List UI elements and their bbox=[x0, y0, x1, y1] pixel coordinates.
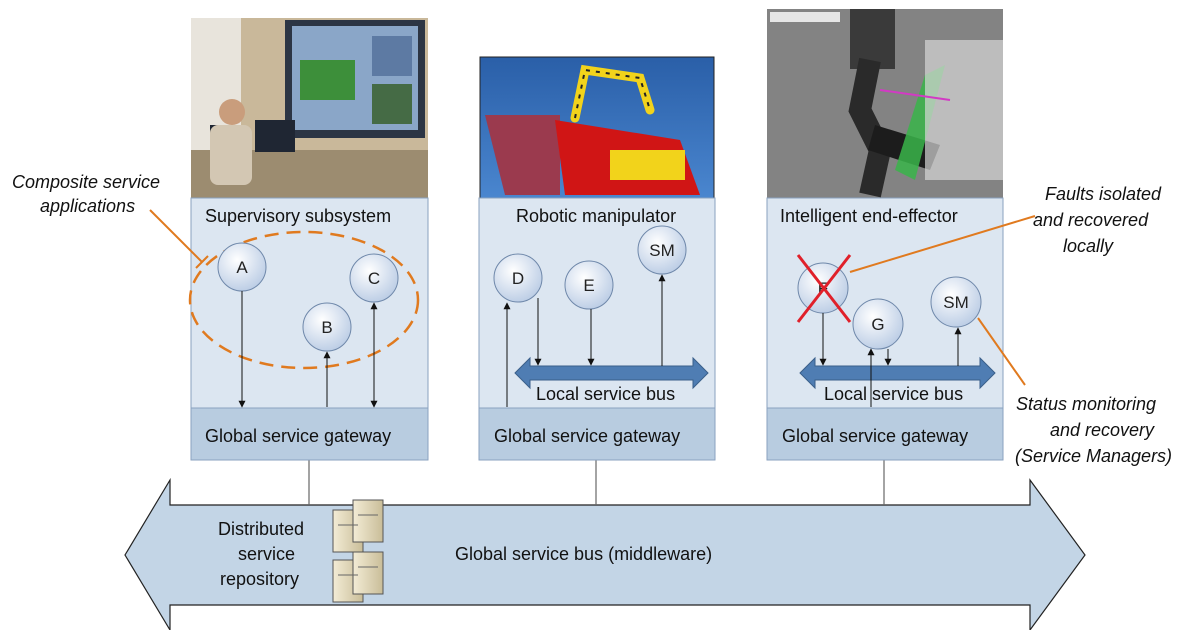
service-manager-node: SM bbox=[930, 276, 982, 328]
service-manager-node: SM bbox=[637, 225, 687, 275]
annotation-faults-isolated: Faults isolated and recovered locally bbox=[849, 184, 1162, 273]
subsystem-title: Robotic manipulator bbox=[516, 206, 676, 226]
service-node-b: B bbox=[302, 302, 352, 352]
svg-text:locally: locally bbox=[1063, 236, 1114, 256]
subsystem-intelligent-end-effector: Intelligent end-effector Global service … bbox=[766, 9, 1004, 461]
svg-text:E: E bbox=[583, 276, 594, 295]
local-service-bus: Local service bus bbox=[799, 356, 996, 404]
server-stack-icon bbox=[332, 499, 384, 603]
svg-text:G: G bbox=[871, 315, 884, 334]
service-node-a: A bbox=[217, 242, 267, 292]
robot-arm-render bbox=[479, 56, 715, 199]
gateway-label: Global service gateway bbox=[205, 426, 391, 446]
service-node-d: D bbox=[493, 253, 543, 303]
global-bus-label: Global service bus (middleware) bbox=[455, 544, 712, 564]
faulted-service-node: F bbox=[796, 254, 852, 323]
service-node-e: E bbox=[564, 260, 614, 310]
svg-text:SM: SM bbox=[943, 293, 969, 312]
svg-text:applications: applications bbox=[40, 196, 135, 216]
service-node-g: G bbox=[852, 298, 904, 350]
subsystem-robotic-manipulator: Robotic manipulator Global service gatew… bbox=[478, 56, 716, 461]
svg-text:C: C bbox=[368, 269, 380, 288]
svg-text:Faults isolated: Faults isolated bbox=[1045, 184, 1162, 204]
svg-text:SM: SM bbox=[649, 241, 675, 260]
gateway-label: Global service gateway bbox=[494, 426, 680, 446]
subsystem-supervisory: Supervisory subsystem Global service gat… bbox=[188, 18, 429, 461]
svg-text:D: D bbox=[512, 269, 524, 288]
svg-text:B: B bbox=[321, 318, 332, 337]
svg-text:and recovery: and recovery bbox=[1050, 420, 1155, 440]
global-service-bus: Global service bus (middleware) Distribu… bbox=[124, 477, 1086, 630]
svg-text:Status monitoring: Status monitoring bbox=[1016, 394, 1156, 414]
end-effector-camera-photo bbox=[767, 9, 1003, 198]
local-bus-label: Local service bus bbox=[536, 384, 675, 404]
service-node-c: C bbox=[349, 253, 399, 303]
operator-workstation-photo bbox=[191, 18, 428, 198]
svg-text:A: A bbox=[236, 258, 248, 277]
annotation-status-monitoring: Status monitoring and recovery (Service … bbox=[977, 317, 1172, 466]
local-bus-label: Local service bus bbox=[824, 384, 963, 404]
svg-text:(Service Managers): (Service Managers) bbox=[1015, 446, 1172, 466]
repository-label-line1: Distributed bbox=[218, 519, 304, 539]
composite-application-boundary bbox=[188, 230, 420, 370]
svg-text:and recovered: and recovered bbox=[1033, 210, 1149, 230]
gateway-label: Global service gateway bbox=[782, 426, 968, 446]
svg-text:Composite service: Composite service bbox=[12, 172, 160, 192]
local-service-bus: Local service bus bbox=[514, 356, 709, 404]
subsystem-title: Supervisory subsystem bbox=[205, 206, 391, 226]
subsystem-title: Intelligent end-effector bbox=[780, 206, 958, 226]
repository-label-line3: repository bbox=[220, 569, 299, 589]
annotation-composite-applications: Composite service applications bbox=[12, 172, 209, 269]
repository-label-line2: service bbox=[238, 544, 295, 564]
